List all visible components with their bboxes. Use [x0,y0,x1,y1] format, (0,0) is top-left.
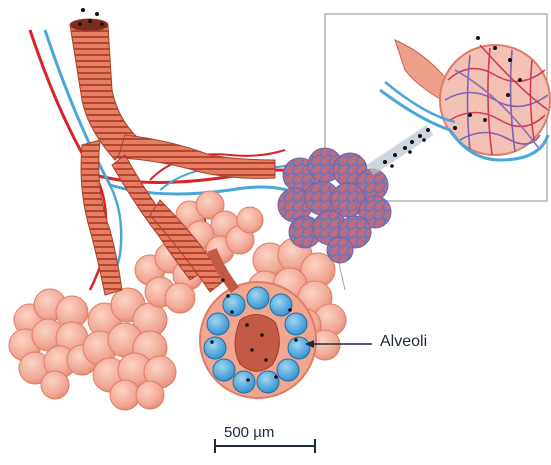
alveoli-label: Alveoli [380,333,427,351]
scale-bar [215,439,315,453]
inset-panel [325,14,550,290]
scale-bar-label: 500 µm [224,424,274,441]
